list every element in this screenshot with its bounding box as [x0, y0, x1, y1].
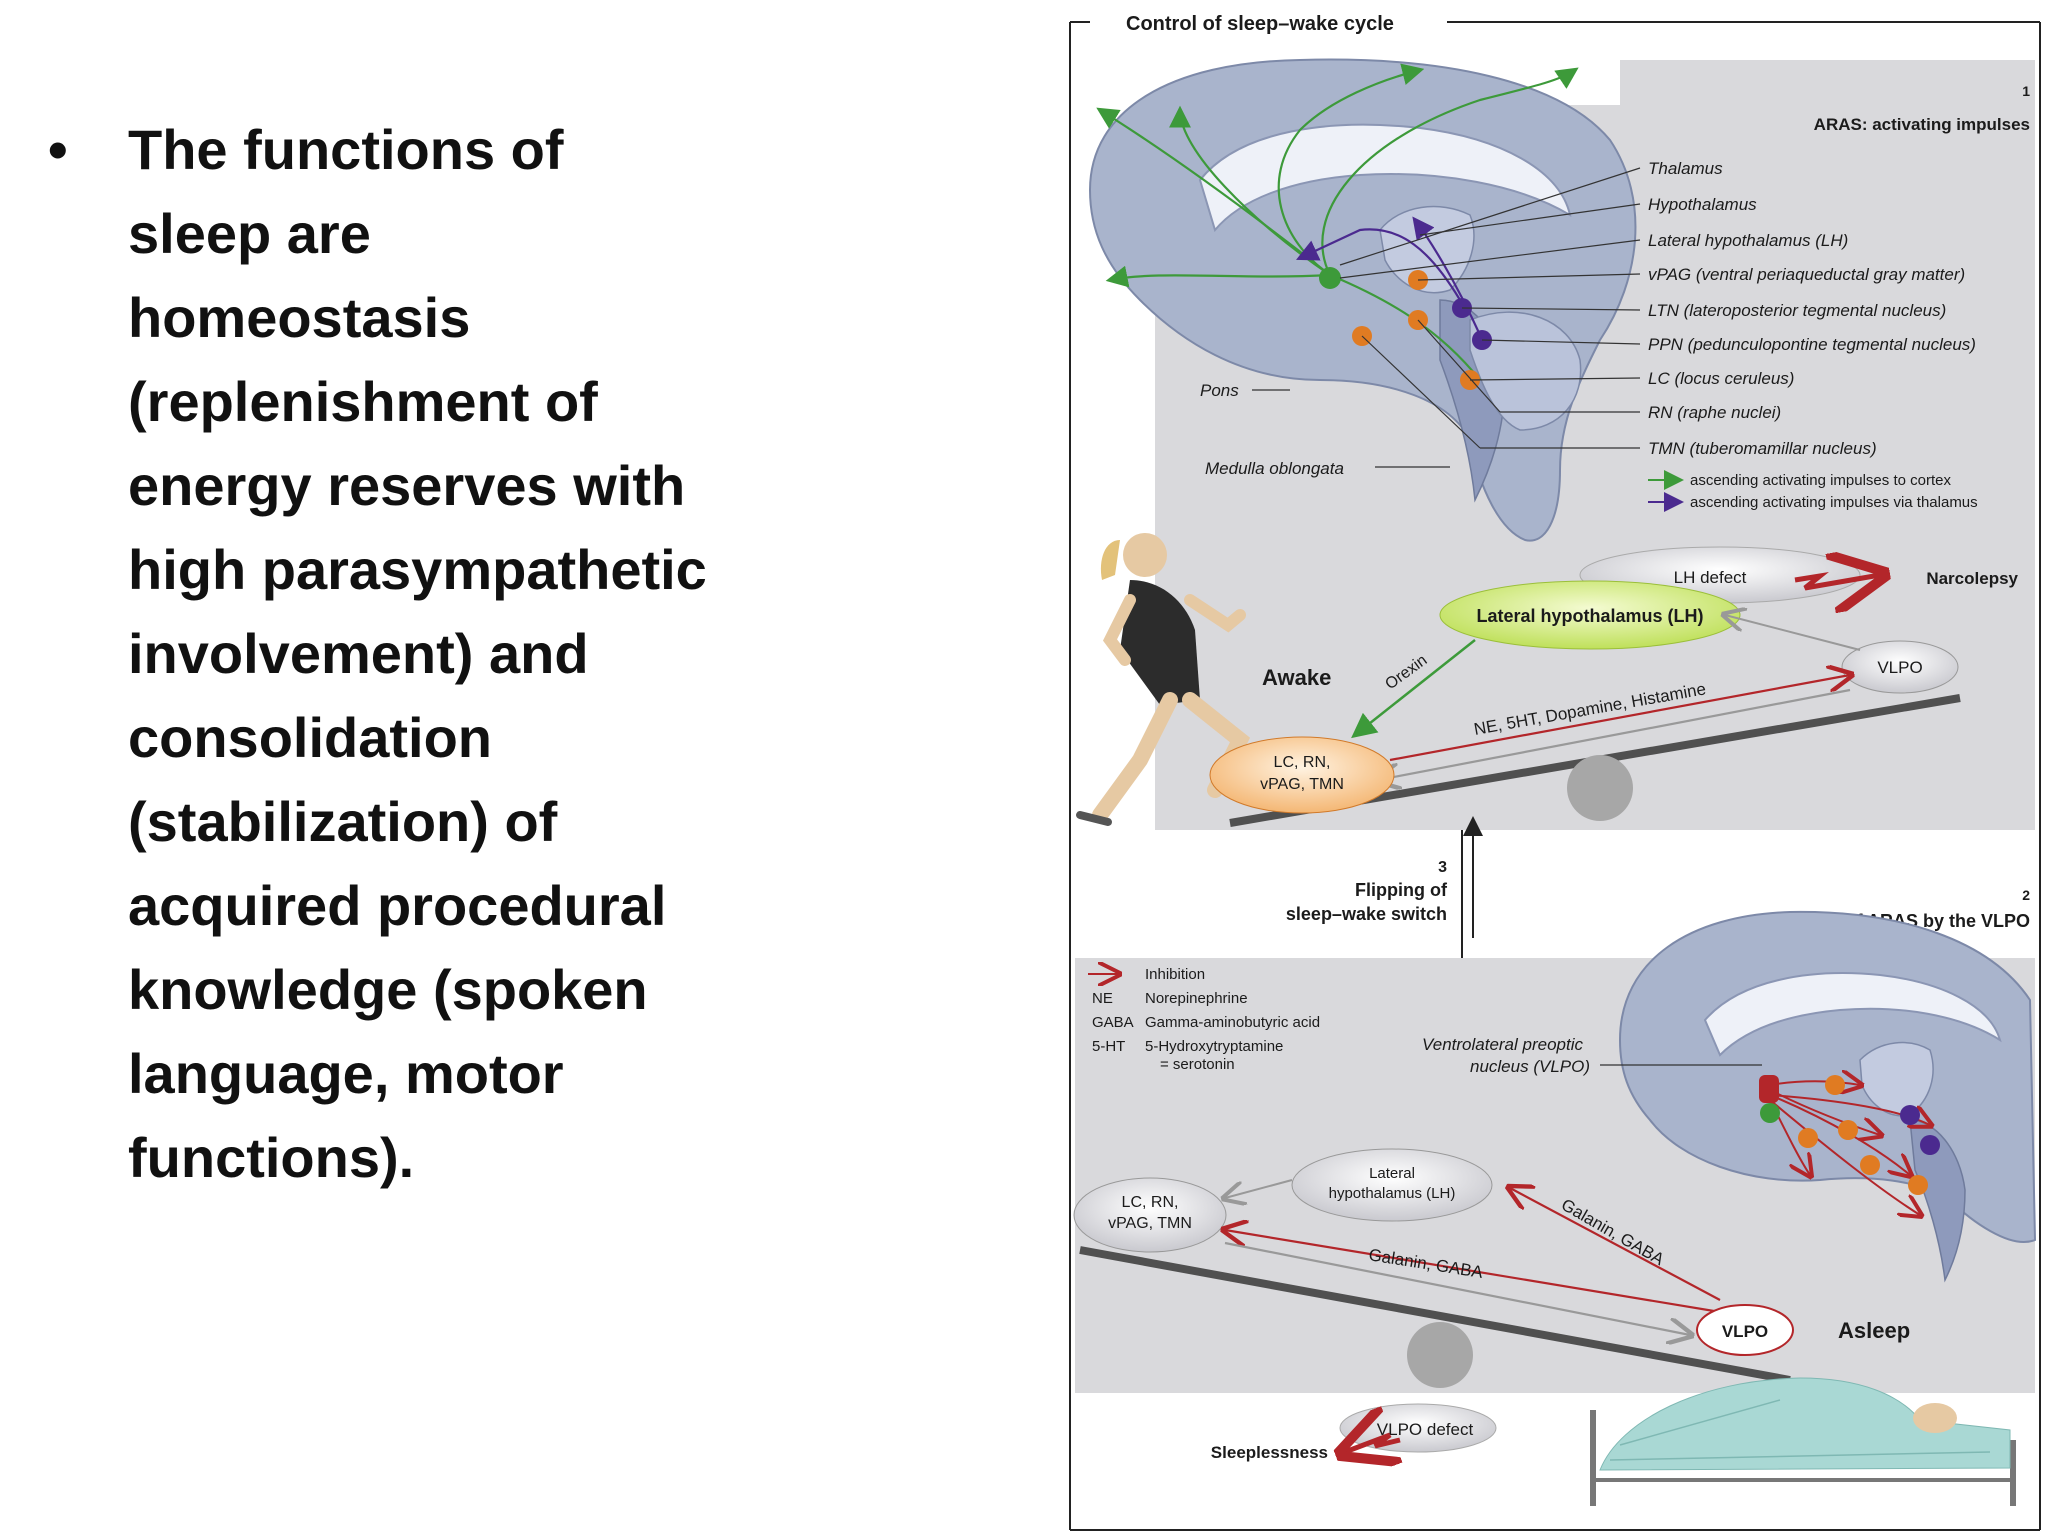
label-ppn: PPN (pedunculopontine tegmental nucleus)	[1648, 335, 1976, 354]
galanin-arrow-to-lc	[1225, 1230, 1721, 1314]
lc-node-awake-line2: vPAG, TMN	[1260, 776, 1344, 793]
switch-line2: sleep–wake switch	[1286, 904, 1447, 924]
vlpo-label-line1: Ventrolateral preoptic	[1422, 1035, 1583, 1054]
lc-node-awake-line1: LC, RN,	[1274, 754, 1331, 771]
lc-node-asleep	[1073, 1177, 1227, 1253]
brain-sagittal-illustration	[1088, 58, 1637, 542]
lh-to-lc-arrow-asleep	[1225, 1179, 1293, 1198]
brain-sagittal-illustration-2	[1618, 910, 2037, 1283]
narcolepsy-label: Narcolepsy	[1926, 569, 2018, 588]
label-hypothalamus: Hypothalamus	[1648, 195, 1757, 214]
lc-node-asleep-line2: vPAG, TMN	[1108, 1215, 1192, 1232]
vlpo-to-lh-arrow	[1725, 615, 1861, 651]
return-arrow-to-vlpo	[1224, 1241, 1690, 1335]
vlpo-node-awake-label: VLPO	[1877, 658, 1922, 677]
lh-node-asleep-line1: Lateral	[1369, 1165, 1415, 1182]
legend-serotonin: = serotonin	[1160, 1056, 1235, 1073]
seesaw-fulcrum-awake	[1567, 755, 1633, 821]
vlpo-node-asleep-label: VLPO	[1722, 1322, 1768, 1341]
transmitter-arrow-to-vlpo	[1389, 675, 1850, 762]
sleeplessness-arrow	[1345, 1435, 1400, 1452]
panel1-heading: ARAS: activating impulses	[1814, 115, 2030, 134]
panel2-number: 2	[2022, 887, 2030, 903]
lc-node-asleep-line1: LC, RN,	[1122, 1194, 1179, 1211]
lh-node-asleep-line2: hypothalamus (LH)	[1329, 1185, 1456, 1202]
vlpo-defect-label: VLPO defect	[1377, 1420, 1474, 1439]
legend-inhibition: Inhibition	[1145, 966, 1205, 983]
switch-number: 3	[1438, 859, 1447, 876]
lc-node-awake	[1209, 736, 1395, 814]
switch-line1: Flipping of	[1355, 880, 1448, 900]
label-vpag: vPAG (ventral periaqueductal gray matter…	[1648, 265, 1965, 284]
legend-purple-text: ascending activating impulses via thalam…	[1690, 494, 1978, 511]
panel1-header-band	[1620, 60, 2035, 105]
galanin-arrow-to-lh	[1510, 1188, 1721, 1301]
figure-title: Control of sleep–wake cycle	[1126, 13, 1394, 35]
label-tmn: TMN (tuberomamillar nucleus)	[1648, 439, 1877, 458]
lh-defect-label: LH defect	[1674, 568, 1747, 587]
ascending-pathways	[1096, 63, 1579, 381]
panel2-legend: Inhibition NE Norepinephrine GABA Gamma-…	[1088, 966, 1320, 1073]
narcolepsy-arrow	[1794, 575, 1880, 588]
legend-5ht-text: 5-Hydroxytryptamine	[1145, 1038, 1283, 1055]
return-arrow-to-lc	[1378, 688, 1851, 780]
awake-label: Awake	[1262, 665, 1331, 690]
legend-ne-abbr: NE	[1092, 990, 1113, 1007]
vlpo-node-asleep	[1696, 1304, 1794, 1356]
asleep-label: Asleep	[1838, 1318, 1910, 1343]
nuclei-dots-panel2	[1759, 1075, 1940, 1195]
bullet-symbol: •	[48, 118, 68, 181]
legend-5ht-abbr: 5-HT	[1092, 1038, 1125, 1055]
lh-node-asleep	[1291, 1148, 1493, 1222]
seesaw-asleep	[1079, 1246, 1791, 1384]
label-ltn: LTN (lateroposterior tegmental nucleus)	[1648, 301, 1946, 320]
figure-frame	[1069, 21, 2041, 1531]
legend-gaba-text: Gamma-aminobutyric acid	[1145, 1014, 1320, 1031]
legend-ne-text: Norepinephrine	[1145, 990, 1248, 1007]
lh-node-awake-label: Lateral hypothalamus (LH)	[1476, 606, 1703, 626]
panel1-number: 1	[2022, 83, 2030, 99]
label-pons: Pons	[1200, 381, 1239, 400]
panel1-structure-labels: Thalamus Hypothalamus Lateral hypothalam…	[1200, 159, 1976, 478]
legend-green-text: ascending activating impulses to cortex	[1690, 472, 1951, 489]
seesaw-fulcrum-asleep	[1407, 1322, 1473, 1388]
bed-illustration	[1590, 1377, 2016, 1506]
bullet-text: The functions of sleep are homeostasis (…	[128, 118, 707, 1189]
label-thalamus: Thalamus	[1648, 159, 1723, 178]
legend-gaba-abbr: GABA	[1092, 1014, 1134, 1031]
label-medulla: Medulla oblongata	[1205, 459, 1344, 478]
leader-lines	[1252, 167, 1641, 468]
orexin-arrow	[1351, 639, 1476, 739]
label-rn: RN (raphe nuclei)	[1648, 403, 1781, 422]
vlpo-label-line2: nucleus (VLPO)	[1470, 1057, 1590, 1076]
sleeplessness-label: Sleeplessness	[1211, 1443, 1328, 1462]
label-lateral-hypothalamus: Lateral hypothalamus (LH)	[1648, 231, 1848, 250]
label-lc: LC (locus ceruleus)	[1648, 369, 1794, 388]
